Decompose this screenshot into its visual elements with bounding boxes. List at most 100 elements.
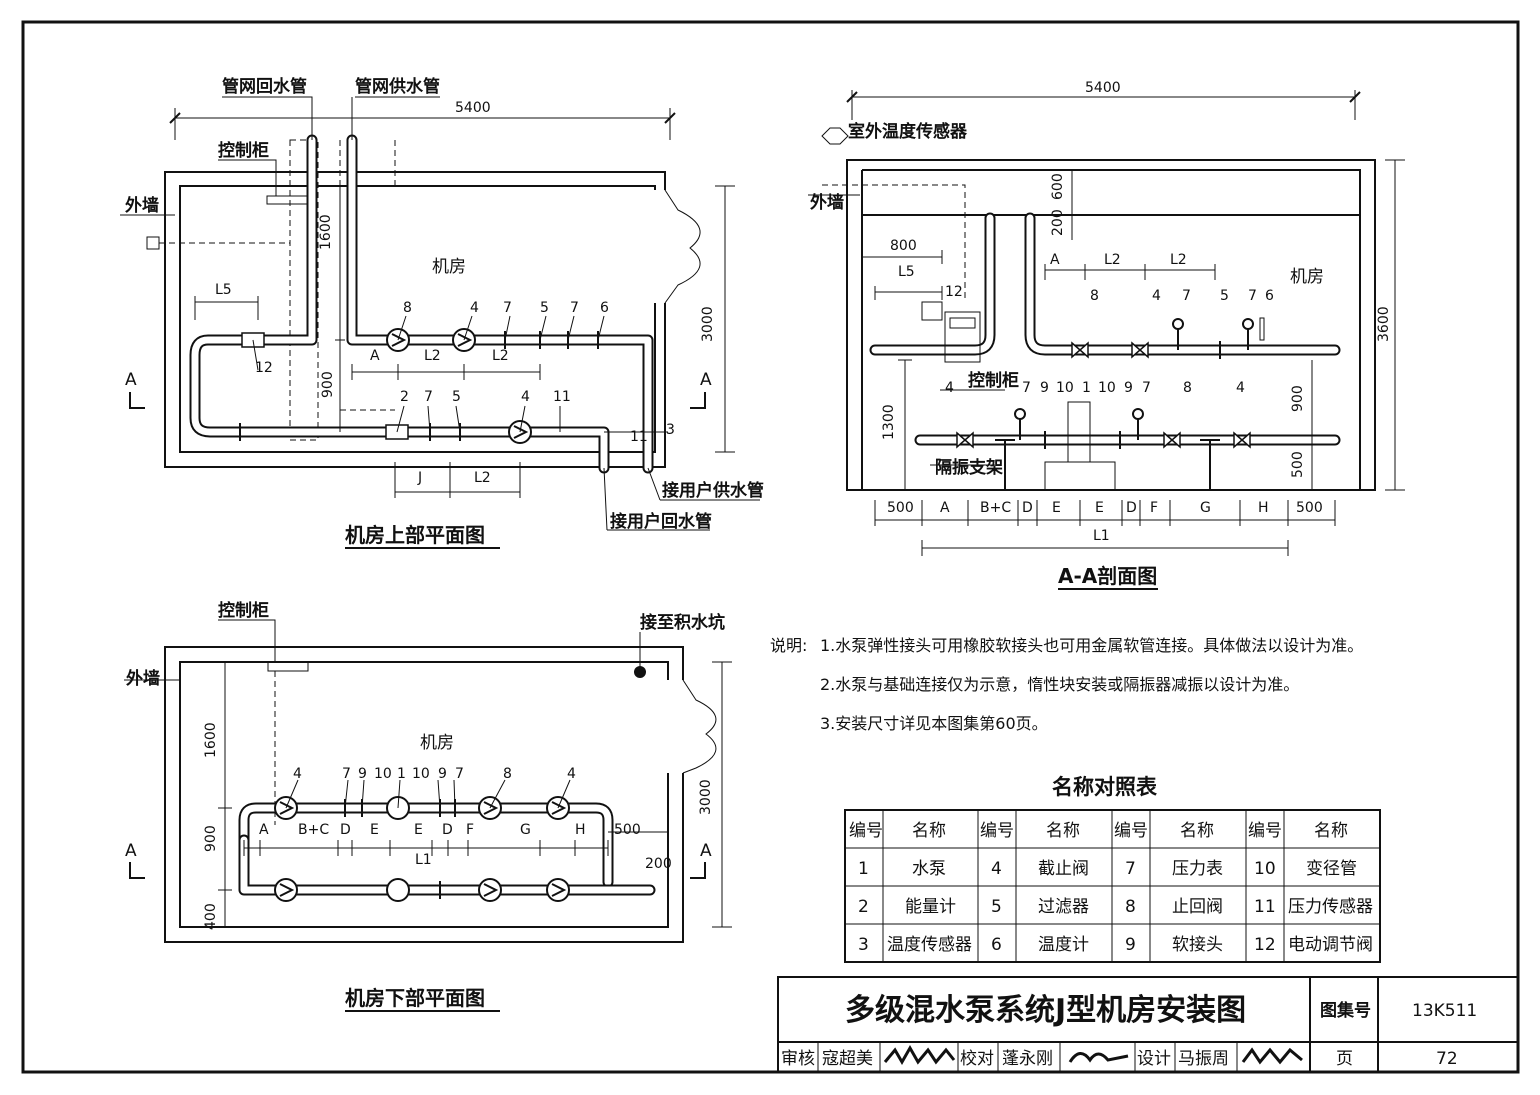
section-room-label: 机房 bbox=[1290, 267, 1324, 287]
upper-tag-7a: 7 bbox=[503, 300, 512, 316]
lower-bdim-e2: E bbox=[414, 822, 423, 838]
section-ltag-10b: 10 bbox=[1098, 380, 1116, 396]
section-inner-wall bbox=[861, 169, 1361, 490]
section-bdim-a: A bbox=[940, 500, 950, 516]
upper-section-a-right: A bbox=[700, 370, 712, 390]
section-dim-3600: 3600 bbox=[1376, 306, 1392, 342]
legend-h-3: 名称 bbox=[1046, 821, 1080, 841]
lower-upper-pipe bbox=[238, 802, 614, 888]
section-valve-12 bbox=[921, 301, 943, 321]
section-aa: 室外温度传感器 外墙 机房 控制柜 隔振支架 5400 800 600 200 … bbox=[808, 80, 1405, 590]
section-dim-500: 500 bbox=[1290, 451, 1306, 478]
legend-r1-c0: 2 bbox=[858, 897, 869, 917]
section-dim-1300: 1300 bbox=[881, 404, 897, 440]
upper-dim-1600: 1600 bbox=[318, 214, 334, 250]
legend-r0-c0: 1 bbox=[858, 859, 869, 879]
drawing-title: 多级混水泵系统J型机房安装图 bbox=[845, 993, 1246, 1028]
lower-dim-l1: L1 bbox=[415, 852, 432, 868]
lower-dim-200: 200 bbox=[645, 856, 672, 872]
upper-return-pipe-label: 管网回水管 bbox=[222, 76, 307, 97]
lower-plan-door bbox=[682, 679, 717, 774]
lower-bdim-bc: B+C bbox=[298, 822, 329, 838]
upper-dim-l2b: L2 bbox=[492, 348, 509, 364]
section-dim-900: 900 bbox=[1290, 385, 1306, 412]
atlas-label: 图集号 bbox=[1320, 1000, 1371, 1021]
legend-r0-c5: 压力表 bbox=[1172, 859, 1223, 879]
note-2: 2.水泵与基础连接仅为示意，惰性块安装或隔振器减振以设计为准。 bbox=[820, 675, 1299, 694]
section-title: A-A剖面图 bbox=[1058, 564, 1157, 588]
section-dim-l5: L5 bbox=[898, 264, 915, 280]
legend-r2-c7: 电动调节阀 bbox=[1288, 935, 1373, 955]
lower-tag-9b: 9 bbox=[438, 766, 447, 782]
legend-r1-c2: 5 bbox=[991, 897, 1002, 917]
legend-r1-c7: 压力传感器 bbox=[1288, 897, 1373, 917]
lower-bdim-a: A bbox=[259, 822, 269, 838]
section-ltag-4b: 4 bbox=[1236, 380, 1245, 396]
section-control-cabinet bbox=[944, 311, 981, 363]
lower-plan-outer-wall bbox=[164, 646, 684, 943]
lower-bdim-f: F bbox=[466, 822, 474, 838]
title-block: 多级混水泵系统J型机房安装图 图集号 13K511 审核 寇超美 校对 蓬永刚 … bbox=[777, 976, 1519, 1073]
upper-plan-outer-wall bbox=[164, 171, 666, 468]
section-dim-l2a: L2 bbox=[1104, 252, 1121, 268]
legend-table: 名称对照表 编号 名称 编号 名称 编号 名称 编号 名称 1 水泵 4 截止阀… bbox=[844, 775, 1381, 963]
upper-plan-inner-wall bbox=[179, 185, 656, 453]
legend-r2-c4: 9 bbox=[1125, 935, 1136, 955]
note-3: 3.安装尺寸详见本图集第60页。 bbox=[820, 714, 1048, 733]
legend-r0-c7: 变径管 bbox=[1306, 859, 1357, 879]
section-dim-l2b: L2 bbox=[1170, 252, 1187, 268]
upper-section-a-left: A bbox=[125, 370, 137, 390]
checker-signature bbox=[1068, 1052, 1129, 1063]
section-dim-l1: L1 bbox=[1093, 528, 1110, 544]
section-ltag-4a: 4 bbox=[945, 380, 954, 396]
sheet-frame bbox=[21, 20, 1520, 1074]
upper-tag-2: 2 bbox=[400, 389, 409, 405]
upper-tag-4: 4 bbox=[470, 300, 479, 316]
section-outer-wall bbox=[846, 159, 1376, 491]
upper-plan: 管网回水管 管网供水管 控制柜 外墙 机房 接用户供水管 接用户回水管 5400… bbox=[120, 76, 764, 549]
atlas-number: 13K511 bbox=[1412, 1001, 1477, 1021]
page-label: 页 bbox=[1336, 1049, 1353, 1069]
outdoor-sensor-label: 室外温度传感器 bbox=[848, 121, 968, 142]
upper-tag-6: 6 bbox=[600, 300, 609, 316]
section-ltag-10a: 10 bbox=[1056, 380, 1074, 396]
lower-room-label: 机房 bbox=[420, 733, 454, 753]
legend-h-0: 编号 bbox=[849, 821, 883, 841]
section-dim-a: A bbox=[1050, 252, 1060, 268]
legend-r2-c6: 12 bbox=[1254, 935, 1276, 955]
section-dim-800: 800 bbox=[890, 238, 917, 254]
legend-r1-c6: 11 bbox=[1254, 897, 1276, 917]
legend-h-4: 编号 bbox=[1114, 821, 1148, 841]
upper-room-label: 机房 bbox=[432, 257, 466, 277]
upper-plan-title: 机房上部平面图 bbox=[345, 523, 485, 547]
checker-name: 蓬永刚 bbox=[1002, 1049, 1053, 1069]
lower-sump-label: 接至积水坑 bbox=[640, 612, 725, 633]
reviewer-name: 寇超美 bbox=[822, 1049, 873, 1069]
section-utag-6: 6 bbox=[1265, 288, 1274, 304]
lower-bdim-d2: D bbox=[442, 822, 453, 838]
legend-r0-c1: 水泵 bbox=[912, 859, 946, 879]
section-ltag-9a: 9 bbox=[1040, 380, 1049, 396]
upper-tag-4b: 4 bbox=[521, 389, 530, 405]
lower-bdim-d1: D bbox=[340, 822, 351, 838]
section-ltag-7a: 7 bbox=[1022, 380, 1031, 396]
upper-outer-wall-label: 外墙 bbox=[125, 195, 159, 216]
section-utag-5: 5 bbox=[1220, 288, 1229, 304]
lower-dim-3000: 3000 bbox=[698, 779, 714, 815]
upper-dim-j: J bbox=[417, 470, 422, 486]
lower-bdim-g: G bbox=[520, 822, 531, 838]
lower-bdim-e1: E bbox=[370, 822, 379, 838]
page-number: 72 bbox=[1436, 1049, 1458, 1069]
upper-tag-7b: 7 bbox=[570, 300, 579, 316]
legend-h-6: 编号 bbox=[1248, 821, 1282, 841]
section-isolation-bracket-label: 隔振支架 bbox=[935, 457, 1003, 478]
designer-name: 马振周 bbox=[1178, 1049, 1229, 1069]
legend-r1-c1: 能量计 bbox=[905, 897, 956, 917]
sump-point-icon bbox=[634, 666, 646, 678]
legend-table-title: 名称对照表 bbox=[1052, 775, 1158, 799]
legend-r2-c0: 3 bbox=[858, 935, 869, 955]
upper-control-cabinet-label: 控制柜 bbox=[218, 140, 269, 161]
lower-dim-1600: 1600 bbox=[203, 722, 219, 758]
section-dim-200: 200 bbox=[1050, 209, 1066, 236]
section-pump-motor bbox=[1067, 401, 1091, 463]
